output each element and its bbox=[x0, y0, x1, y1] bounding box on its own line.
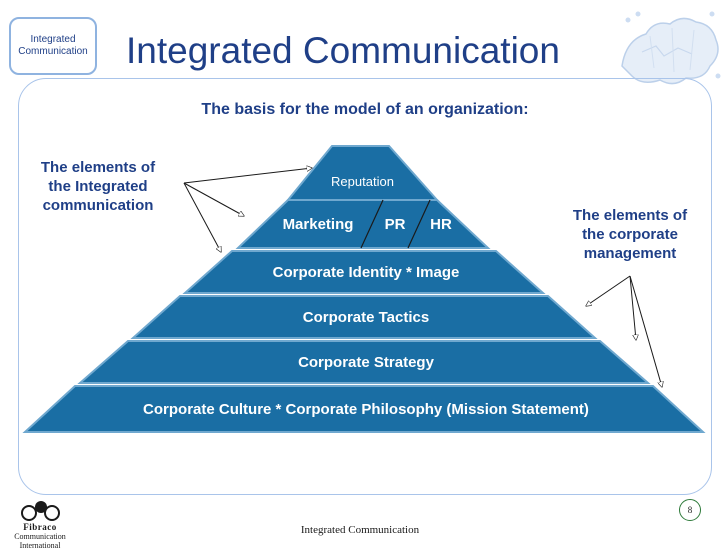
tier-divider bbox=[360, 199, 384, 249]
pyramid-tier bbox=[77, 340, 651, 384]
pointer-arrow bbox=[586, 275, 631, 306]
note-line: The elements of bbox=[572, 207, 688, 224]
pointer-arrow bbox=[183, 182, 244, 216]
pointer-arrow bbox=[629, 275, 662, 387]
europe-map-emblem-icon bbox=[621, 11, 721, 85]
footer-text: Integrated Communication bbox=[300, 524, 420, 536]
header-badge: Integrated Communication bbox=[9, 17, 97, 75]
note-line: communication bbox=[42, 197, 154, 214]
pyramid-tier bbox=[235, 199, 491, 249]
fibraco-logo: Fibraco Communication International bbox=[4, 497, 76, 550]
pyramid-tier bbox=[130, 295, 598, 339]
note-line: the corporate bbox=[582, 226, 678, 243]
tier-label: Corporate Identity * Image bbox=[273, 264, 460, 281]
pointer-arrow bbox=[183, 182, 221, 252]
badge-line: Communication bbox=[18, 46, 88, 57]
tier-label: Reputation bbox=[331, 174, 394, 189]
content-panel bbox=[18, 78, 712, 495]
tier-label-part: PR bbox=[385, 216, 406, 233]
tier-label: Corporate Tactics bbox=[303, 309, 429, 326]
page-title: Integrated Communication bbox=[126, 30, 560, 71]
note-line: management bbox=[583, 245, 677, 262]
tier-divider bbox=[407, 199, 431, 249]
tier-label-part: HR bbox=[430, 216, 452, 233]
diagram-subtitle: The basis for the model of an organizati… bbox=[201, 101, 529, 118]
note-line: the Integrated bbox=[48, 178, 148, 195]
tier-label: Corporate Strategy bbox=[298, 354, 435, 371]
note-corporate-management: The elements of the corporate management bbox=[552, 206, 708, 263]
tier-label: Corporate Culture * Corporate Philosophy… bbox=[143, 401, 589, 418]
pyramid-tier bbox=[285, 145, 440, 201]
pointer-arrow bbox=[183, 168, 312, 184]
logo-brand: Fibraco bbox=[23, 522, 57, 532]
fibraco-logo-icon bbox=[21, 501, 60, 521]
page-number: 8 bbox=[679, 499, 701, 521]
logo-line: Communication bbox=[14, 532, 66, 541]
tier-label-part: Marketing bbox=[283, 216, 354, 233]
note-line: The elements of bbox=[40, 159, 156, 176]
pyramid-tier bbox=[22, 385, 706, 433]
badge-line: Integrated bbox=[30, 34, 76, 45]
pyramid-tier bbox=[182, 250, 546, 294]
note-integrated-communication: The elements of the Integrated communica… bbox=[26, 158, 170, 215]
pointer-arrow bbox=[629, 275, 636, 340]
